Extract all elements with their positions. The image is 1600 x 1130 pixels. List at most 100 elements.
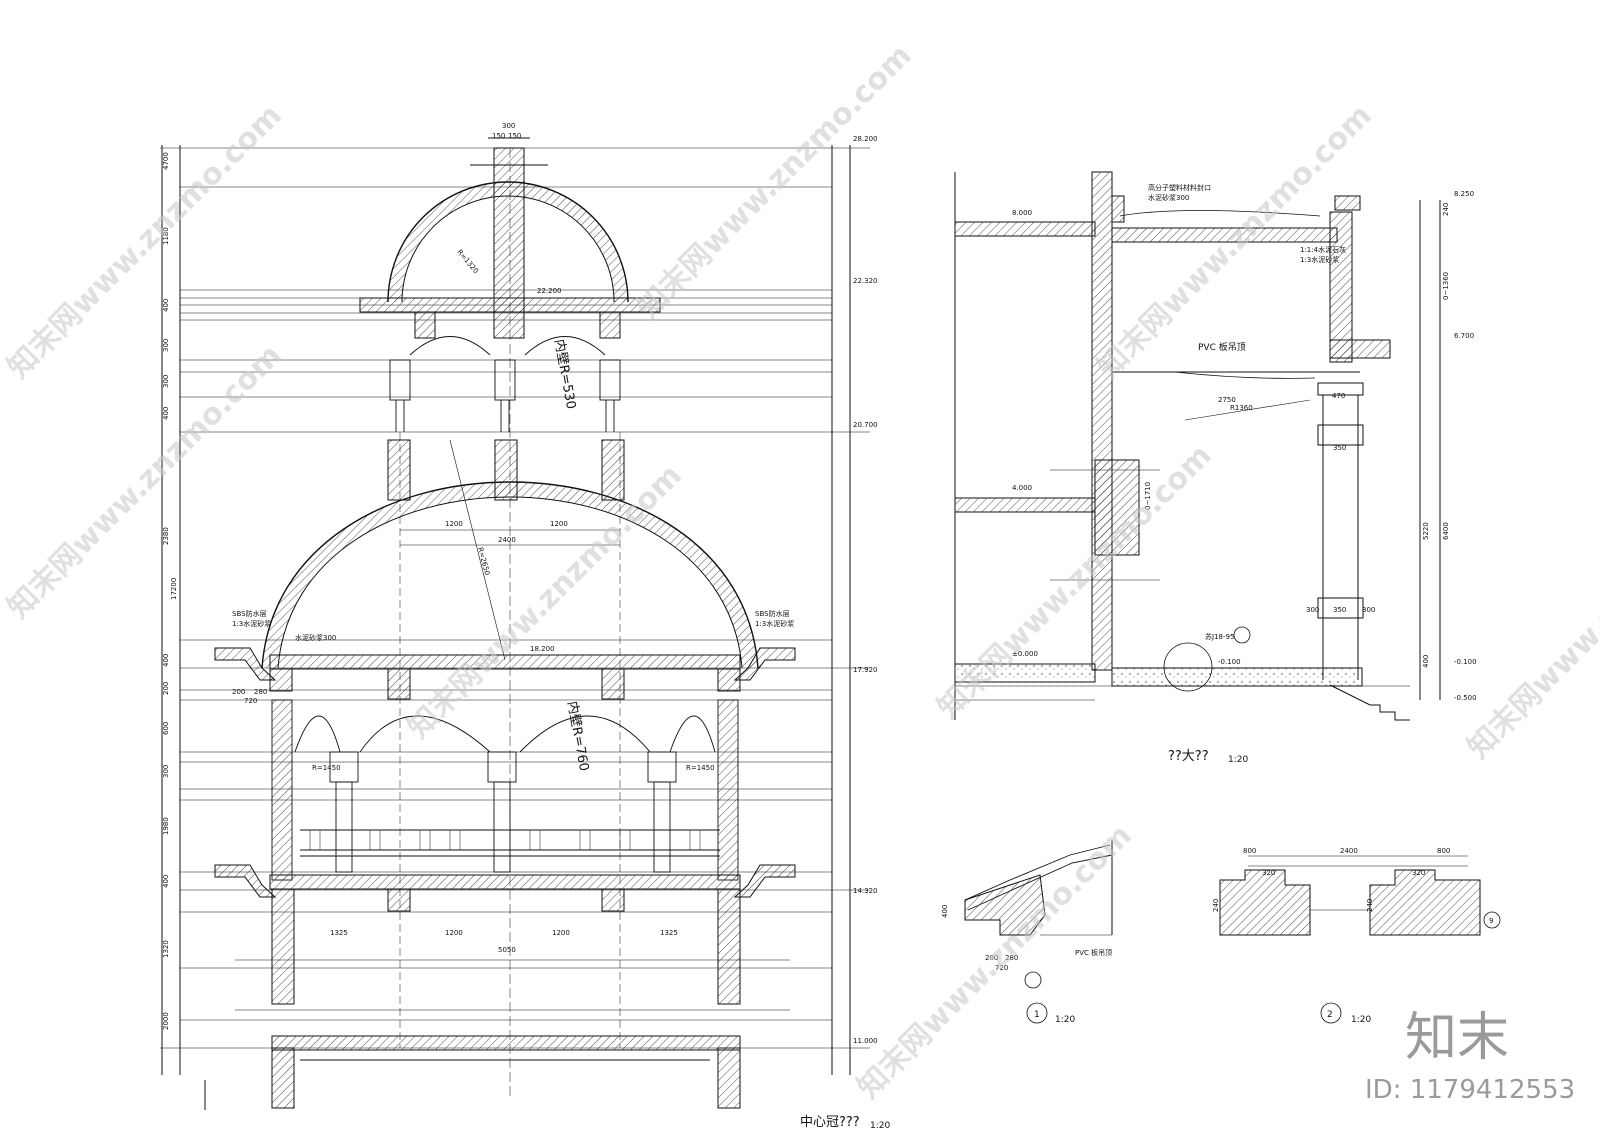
watermark-id: ID: 1179412553 (1365, 1075, 1575, 1105)
label-pvc-ceiling: PVC 板吊顶 (1198, 341, 1246, 353)
dim-200-l: 200 (232, 688, 245, 696)
detail-1-scale: 1:20 (1055, 1015, 1075, 1025)
elev-22200: 22.200 (537, 287, 562, 295)
note-sbs-left: SBS防水层 (232, 609, 267, 618)
radius-label-1450-a: R=1450 (312, 764, 341, 772)
dim-1200-c: 1200 (445, 929, 463, 937)
dim-350-b: 350 (1333, 606, 1346, 614)
detail-2-dim-800-a: 800 (1243, 847, 1256, 855)
dim-6400: 6400 (1442, 522, 1450, 540)
radius-label-530: 内壁R=530 (551, 338, 579, 410)
dim-1200-d: 1200 (552, 929, 570, 937)
detail-large-title: ??大?? (1168, 749, 1209, 764)
ref-su-j18-95: 苏J18-95 (1205, 632, 1234, 641)
detail-large-scale: 1:20 (1228, 755, 1248, 765)
detail-2-labels: 800 2400 800 320 320 240 240 2 1:20 9 (1212, 847, 1493, 1025)
detail-2-dim-240-a: 240 (1212, 899, 1220, 912)
dim-0-1360: 0~1360 (1442, 272, 1450, 300)
elev-m0500: -0.500 (1454, 694, 1477, 702)
note-cement-mortar: 1:3水泥砂浆 (1300, 255, 1339, 264)
dim-280-l: 280 (254, 688, 267, 696)
detail-1-label: PVC 板吊顶 (1075, 948, 1112, 957)
dim-400-top: 400 (162, 299, 170, 312)
detail-1-labels: 400 200 280 720 PVC 板吊顶 1 1:20 (941, 905, 1112, 1025)
detail-2-number: 2 (1327, 1010, 1333, 1020)
dim-2400: 2400 (498, 536, 516, 544)
dim-1325-b: 1325 (660, 929, 678, 937)
dim-1180: 1180 (162, 227, 170, 245)
detail-2-dim-800-b: 800 (1437, 847, 1450, 855)
dim-300-a: 300 (1306, 606, 1319, 614)
radius-label-760: 内壁R=760 (564, 700, 592, 772)
elev-m0100-b: -0.100 (1454, 658, 1477, 666)
dim-300-a: 300 (162, 339, 170, 352)
note-mortar-right: 1:3水泥砂浆 (755, 619, 794, 628)
dim-400: 400 (1422, 655, 1430, 668)
dim-200: 200 (162, 682, 170, 695)
dim-150-b: 150 (508, 132, 521, 140)
main-section-scale: 1:20 (870, 1121, 890, 1130)
dim-470: 470 (1332, 392, 1345, 400)
dim-600: 600 (162, 722, 170, 735)
detail-1-dim-400: 400 (941, 905, 949, 918)
detail-large-labels: 8.250 8.000 6.700 4.000 ±0.000 -0.100 -0… (1012, 183, 1477, 765)
elev-18200: 18.200 (530, 645, 555, 653)
dim-2380: 2380 (162, 527, 170, 545)
dim-1200-b: 1200 (550, 520, 568, 528)
dim-1320: 1320 (162, 940, 170, 958)
elev-11000: 11.000 (853, 1037, 878, 1045)
detail-1-dim-720: 720 (995, 964, 1008, 972)
dim-350-a: 350 (1333, 444, 1346, 452)
dim-400-c: 400 (162, 875, 170, 888)
dim-400-b: 400 (162, 654, 170, 667)
radius-label-2650: R=2650 (476, 546, 491, 576)
radius-r1360: R1360 (1230, 404, 1253, 412)
detail-1-number: 1 (1034, 1010, 1040, 1020)
dim-2750: 2750 (1218, 396, 1236, 404)
dim-17200: 17200 (170, 578, 178, 600)
dim-400-mid: 400 (162, 407, 170, 420)
watermark-brand-logo: 知末 (1405, 1008, 1509, 1068)
dim-5220: 5220 (1422, 522, 1430, 540)
dim-1325-a: 1325 (330, 929, 348, 937)
detail-2-dim-2400: 2400 (1340, 847, 1358, 855)
detail-2-dim-320-b: 320 (1412, 869, 1425, 877)
note-sealant: 高分子塑料材料封口 (1148, 183, 1211, 192)
dim-5050: 5050 (498, 946, 516, 954)
note-mortar-300: 水泥砂浆300 (1148, 193, 1189, 202)
elev-6700: 6.700 (1454, 332, 1474, 340)
elev-22320: 22.320 (853, 277, 878, 285)
main-section-drawing (160, 137, 870, 1110)
elev-m0100-a: -0.100 (1218, 658, 1241, 666)
dim-720-l: 720 (244, 697, 257, 705)
watermark-text-7: 知末网www.znzmo.com (851, 818, 1139, 1106)
dim-300-c: 300 (162, 765, 170, 778)
detail-2-dim-240-b: 240 (1366, 899, 1374, 912)
detail-2-drawing (1219, 855, 1501, 1024)
elev-28200: 28.200 (853, 135, 878, 143)
dim-1980: 1980 (162, 817, 170, 835)
elev-14320: 14.320 (853, 887, 878, 895)
dim-1200-a: 1200 (445, 520, 463, 528)
detail-9-number: 9 (1489, 917, 1493, 925)
radius-label-1450-b: R=1450 (686, 764, 715, 772)
dim-0-1710: 0~1710 (1144, 482, 1152, 510)
watermark-text-1: 知末网www.znzmo.com (1, 98, 289, 386)
dim-300-b: 300 (162, 375, 170, 388)
elev-4000: 4.000 (1012, 484, 1032, 492)
note-mortar-300: 水泥砂浆300 (295, 633, 336, 642)
detail-large-drawing (954, 171, 1441, 721)
note-lime-mortar: 1:1:4水泥石灰 (1300, 245, 1346, 254)
detail-2-scale: 1:20 (1351, 1015, 1371, 1025)
dim-2000: 2000 (162, 1012, 170, 1030)
radius-label-1320: R=1320 (455, 248, 479, 275)
watermark-text-8: 知末网www.znzmo.com (1461, 478, 1600, 766)
dim-150-a: 150 (492, 132, 505, 140)
elev-0000: ±0.000 (1012, 650, 1038, 658)
detail-2-dim-320-a: 320 (1262, 869, 1275, 877)
dim-300-b: 300 (1362, 606, 1375, 614)
elev-17920: 17.920 (853, 666, 878, 674)
elev-20700: 20.700 (853, 421, 878, 429)
elev-8250: 8.250 (1454, 190, 1474, 198)
main-section-title: 中心冠??? (800, 1115, 860, 1130)
